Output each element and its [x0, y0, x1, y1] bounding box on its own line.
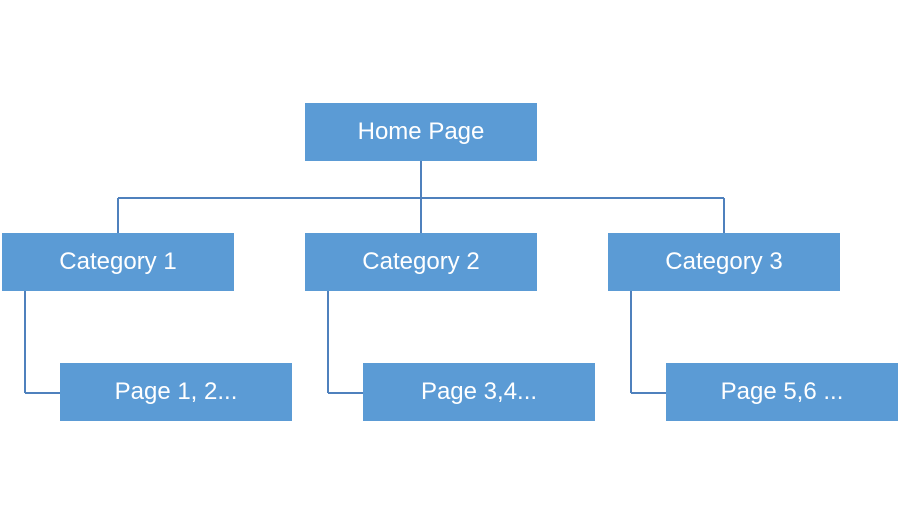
pages-5-6-node: Page 5,6 ... — [666, 363, 898, 421]
category-3-node: Category 3 — [608, 233, 840, 291]
pages-5-6-label: Page 5,6 ... — [720, 378, 844, 405]
category-1-node: Category 1 — [2, 233, 234, 291]
pages-1-2-label: Page 1, 2... — [114, 378, 238, 405]
pages-1-2-node: Page 1, 2... — [60, 363, 292, 421]
pages-3-4-node: Page 3,4... — [363, 363, 595, 421]
category-2-node: Category 2 — [305, 233, 537, 291]
home-page-node: Home Page — [305, 103, 537, 161]
category-3-label: Category 3 — [665, 248, 783, 275]
home-page-label: Home Page — [357, 118, 485, 145]
pages-3-4-label: Page 3,4... — [420, 378, 538, 405]
category-1-label: Category 1 — [59, 248, 177, 275]
category-2-label: Category 2 — [362, 248, 480, 275]
